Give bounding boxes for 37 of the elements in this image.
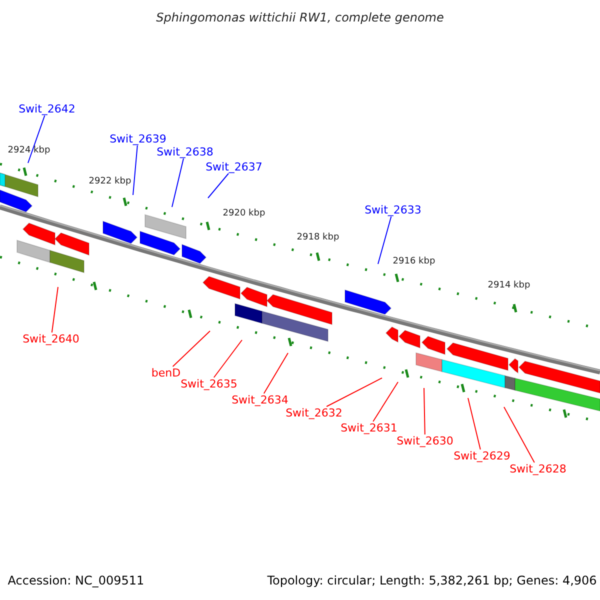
leader-line (263, 352, 288, 394)
gene-label: Swit_2632 (286, 406, 342, 420)
tick-label: 2922 kbp (88, 176, 132, 188)
leader-line (378, 216, 392, 264)
gene-label: Swit_2638 (156, 146, 214, 158)
gene-label: Swit_2633 (364, 204, 422, 216)
gene-label: Swit_2642 (18, 102, 76, 116)
gene-label: Swit_2639 (110, 132, 166, 146)
gene-label: Swit_2640 (22, 332, 80, 346)
tick-label: 2914 kbp (488, 280, 530, 292)
leader-line (172, 330, 210, 367)
accession-text: Accession: NC_009511 (8, 574, 144, 588)
leader-line (213, 340, 242, 378)
leader-line (372, 382, 398, 422)
leader-line (424, 388, 426, 435)
gene-label: benD (151, 366, 181, 380)
gene-label: Swit_2629 (454, 450, 510, 462)
gene-label: Swit_2634 (232, 394, 288, 406)
leader-line (28, 115, 46, 164)
title: Sphingomonas wittichii RW1, complete genome (156, 12, 444, 24)
leader-line (51, 286, 58, 333)
gene-label: Swit_2637 (206, 160, 262, 174)
tick-label: 2924 kbp (8, 144, 50, 158)
leader-line (132, 145, 138, 196)
tick-label: 2918 kbp (296, 232, 340, 244)
leader-line (208, 173, 229, 198)
gene-label: Swit_2631 (340, 422, 398, 434)
leader-line (326, 378, 382, 407)
genome-info-text: Topology: circular; Length: 5,382,261 bp; Genes: 4,906 (267, 574, 597, 588)
gene-label: Swit_2630 (396, 434, 454, 448)
tick-label: 2920 kbp (222, 208, 266, 220)
leader-line (504, 406, 535, 463)
tick-label: 2916 kbp (392, 256, 436, 268)
leader-line (172, 158, 184, 208)
leader-line (468, 398, 481, 450)
gene-label: Swit_2635 (180, 378, 238, 390)
gene-label: Swit_2628 (510, 462, 566, 476)
